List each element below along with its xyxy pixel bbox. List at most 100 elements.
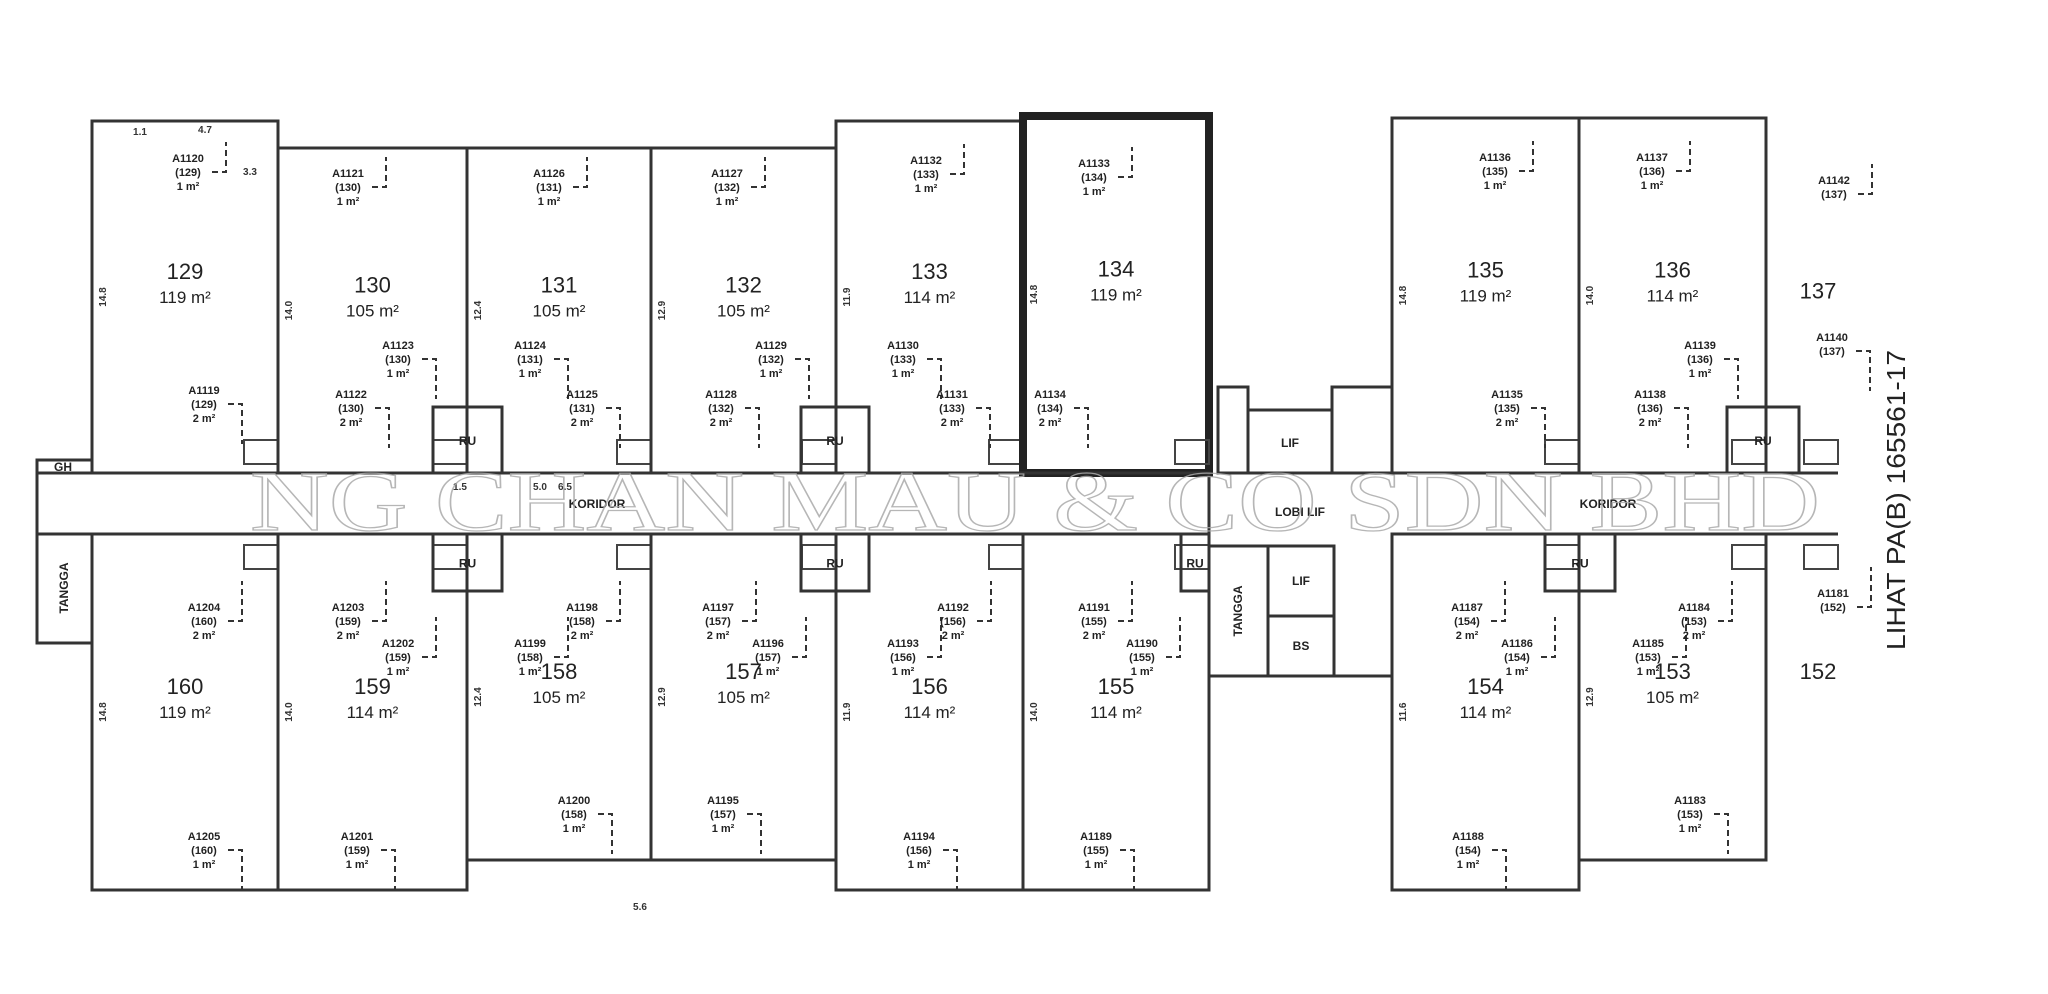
accessory-parcel: A1127(132)1 m² <box>711 157 766 208</box>
parcel-code: A1124 <box>514 340 547 352</box>
label-lobby-lift: LOBI LIF <box>1275 505 1325 519</box>
parcel-code: A1181 <box>1817 588 1849 600</box>
accessory-parcel: A1185(153)1 m² <box>1632 617 1687 678</box>
parcel-area: 2 m² <box>340 417 363 429</box>
accessory-parcel: A1201(159)1 m² <box>341 831 396 890</box>
parcel-code: A1139 <box>1684 340 1716 352</box>
accessory-parcel: A1129(132)1 m² <box>755 340 810 399</box>
parcel-parent: (129) <box>191 399 217 411</box>
parcel-code: A1190 <box>1126 638 1158 650</box>
accessory-parcel: A1128(132)2 m² <box>705 389 760 448</box>
label-gh: GH <box>54 460 72 474</box>
leader-line <box>228 849 243 890</box>
unit-number: 133 <box>911 259 948 284</box>
leader-line <box>212 142 227 173</box>
parcel-code: A1205 <box>188 831 220 843</box>
parcel-parent: (152) <box>1820 602 1846 614</box>
ru-box <box>1543 532 1617 593</box>
accessory-parcel: A1133(134)1 m² <box>1078 147 1133 198</box>
unit-number: 156 <box>911 674 948 699</box>
parcel-area: 2 m² <box>1683 630 1706 642</box>
parcel-parent: (137) <box>1821 189 1847 201</box>
accessory-parcel: A1203(159)2 m² <box>332 581 387 642</box>
accessory-parcel: A1187(154)2 m² <box>1451 581 1506 642</box>
parcel-parent: (155) <box>1083 845 1109 857</box>
parcel-code: A1193 <box>887 638 919 650</box>
leader-line <box>372 581 387 622</box>
parcel-area: 1 m² <box>915 183 938 195</box>
parcel-area: 2 m² <box>1083 630 1106 642</box>
leader-line <box>1857 567 1872 608</box>
parcel-box <box>1803 544 1839 570</box>
accessory-parcel: A1132(133)1 m² <box>910 144 965 195</box>
parcel-area: 1 m² <box>1457 859 1480 871</box>
leader-line <box>228 403 243 444</box>
accessory-parcel: A1123(130)1 m² <box>382 340 437 399</box>
leader-line <box>1519 141 1534 172</box>
leader-line <box>1491 581 1506 622</box>
parcel-area: 1 m² <box>757 666 780 678</box>
parcel-parent: (130) <box>385 354 411 366</box>
wall-length: 11.9 <box>842 702 853 721</box>
parcel-area: 1 m² <box>1641 180 1664 192</box>
parcel-area: 2 m² <box>707 630 730 642</box>
parcel-parent: (131) <box>517 354 543 366</box>
parcel-code: A1134 <box>1034 389 1067 401</box>
parcel-parent: (156) <box>890 652 916 664</box>
parcel-parent: (159) <box>385 652 411 664</box>
wall-length: 11.9 <box>842 287 853 306</box>
parcel-code: A1133 <box>1078 158 1110 170</box>
parcel-area: 1 m² <box>1637 666 1660 678</box>
parcel-code: A1199 <box>514 638 546 650</box>
leader-line <box>1718 581 1733 622</box>
parcel-parent: (129) <box>175 167 201 179</box>
parcel-parent: (159) <box>335 616 361 628</box>
parcel-parent: (158) <box>561 809 587 821</box>
unit-area: 105 m² <box>533 688 586 707</box>
dimension-label: 5.6 <box>633 902 647 913</box>
leader-line <box>751 157 766 188</box>
leader-line <box>381 849 396 890</box>
dimension-label: 1.1 <box>133 127 147 138</box>
accessory-parcel: A1189(155)1 m² <box>1080 831 1135 890</box>
ru-box <box>1725 405 1801 475</box>
parcel-area: 1 m² <box>892 666 915 678</box>
label-bs: BS <box>1293 639 1310 653</box>
unit-area: 114 m² <box>1460 703 1512 722</box>
parcel-area: 1 m² <box>538 196 561 208</box>
parcel-parent: (159) <box>344 845 370 857</box>
leader-line <box>1118 147 1133 178</box>
parcel-code: A1204 <box>188 602 221 614</box>
parcel-area: 1 m² <box>1083 186 1106 198</box>
parcel-parent: (157) <box>705 616 731 628</box>
parcel-code: A1119 <box>188 385 219 397</box>
wall-length: 14.0 <box>284 300 295 320</box>
parcel-area: 1 m² <box>1131 666 1154 678</box>
parcel-area: 1 m² <box>346 859 369 871</box>
accessory-parcel: A1199(158)1 m² <box>514 617 569 678</box>
accessory-parcel: A1183(153)1 m² <box>1674 795 1729 854</box>
parcel-parent: (160) <box>191 616 217 628</box>
unit-number: 131 <box>541 273 578 298</box>
leader-line <box>1531 407 1546 448</box>
parcel-code: A1125 <box>566 389 598 401</box>
parcel-parent: (133) <box>913 169 939 181</box>
parcel-code: A1192 <box>937 602 969 614</box>
ru-box <box>799 532 871 593</box>
leader-line <box>422 358 437 399</box>
core-shaft <box>1330 385 1394 475</box>
label-stair-left: TANGGA <box>57 562 71 613</box>
parcel-box <box>1803 439 1839 465</box>
accessory-parcel: A1195(157)1 m² <box>707 795 762 854</box>
parcel-parent: (153) <box>1635 652 1661 664</box>
unit-number: 155 <box>1098 674 1135 699</box>
parcel-code: A1122 <box>335 389 367 401</box>
parcel-parent: (154) <box>1455 845 1481 857</box>
parcel-code: A1195 <box>707 795 739 807</box>
ru-label: RU <box>1754 434 1771 448</box>
accessory-parcel: A1193 (156) 1 m² <box>887 617 942 678</box>
unit-area: 114 m² <box>904 703 956 722</box>
ru-label: RU <box>459 434 476 448</box>
parcel-parent: (134) <box>1037 403 1063 415</box>
leader-line <box>422 617 437 658</box>
